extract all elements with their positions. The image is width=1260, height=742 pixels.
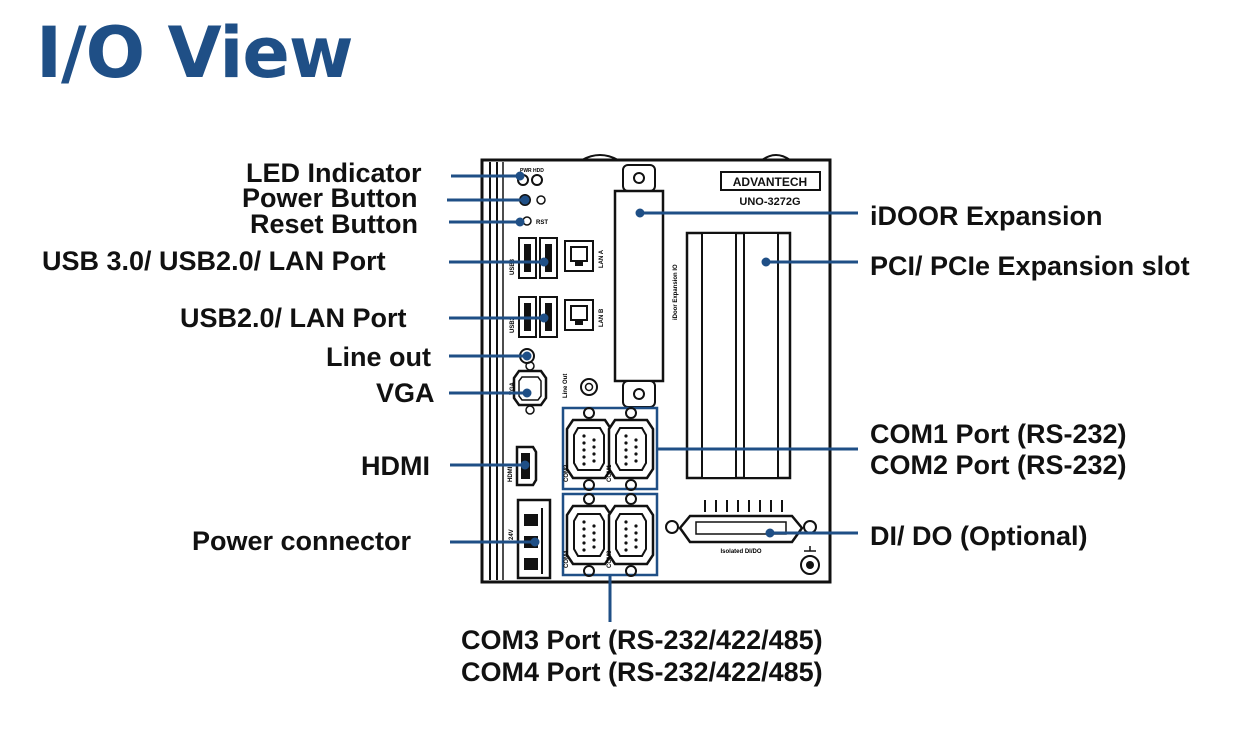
svg-text:RST: RST bbox=[536, 220, 548, 226]
svg-text:COM1: COM1 bbox=[607, 464, 613, 482]
com3-connector bbox=[565, 492, 613, 578]
label-com4-port: COM4 Port (RS-232/422/485) bbox=[461, 657, 823, 687]
label-com3-port: COM3 Port (RS-232/422/485) bbox=[461, 625, 823, 655]
model-label: UNO-3272G bbox=[739, 196, 800, 208]
svg-text:USB3: USB3 bbox=[510, 258, 516, 275]
svg-text:HDMI: HDMI bbox=[508, 466, 514, 482]
svg-text:Isolated DI/DO: Isolated DI/DO bbox=[720, 549, 761, 555]
usb3-ports: USB3 bbox=[510, 237, 558, 279]
label-di-do: DI/ DO (Optional) bbox=[870, 521, 1088, 551]
com1-connector bbox=[565, 406, 613, 492]
com2-connector bbox=[607, 406, 655, 492]
power-connector: 24V bbox=[509, 498, 552, 580]
label-pci-pcie-slot: PCI/ PCIe Expansion slot bbox=[870, 251, 1190, 281]
brand-logo: ADVANTECH bbox=[733, 175, 807, 189]
svg-text:LAN B: LAN B bbox=[599, 308, 605, 327]
label-usb2-lan-port: USB2.0/ LAN Port bbox=[180, 303, 407, 333]
lan-port-a: LAN A bbox=[564, 240, 605, 272]
ground-icon bbox=[800, 546, 820, 575]
leader-lines bbox=[447, 171, 858, 622]
label-idoor-expansion: iDOOR Expansion bbox=[870, 201, 1103, 231]
page-title: I/O View bbox=[36, 12, 354, 94]
label-power-connector: Power connector bbox=[192, 526, 412, 556]
label-hdmi: HDMI bbox=[361, 451, 430, 481]
svg-text:USB2: USB2 bbox=[510, 316, 516, 333]
svg-text:24V: 24V bbox=[509, 529, 515, 540]
svg-text:iDoor Expansion IO: iDoor Expansion IO bbox=[673, 264, 679, 320]
brand-badge: ADVANTECH UNO-3272G bbox=[720, 171, 821, 208]
svg-text:VGA: VGA bbox=[510, 381, 516, 395]
power-icon bbox=[536, 195, 546, 205]
label-reset-button: Reset Button bbox=[250, 209, 418, 239]
label-com2-port: COM2 Port (RS-232) bbox=[870, 450, 1127, 480]
com4-connector bbox=[607, 492, 655, 578]
pci-pcie-slots bbox=[685, 231, 792, 480]
svg-text:COM4: COM4 bbox=[564, 550, 570, 568]
label-power-button: Power Button bbox=[242, 183, 418, 213]
svg-text:LAN A: LAN A bbox=[599, 249, 605, 268]
idoor-expansion-slot: iDoor Expansion IO bbox=[613, 164, 679, 408]
label-usb3-lan-port: USB 3.0/ USB2.0/ LAN Port bbox=[42, 246, 386, 276]
label-vga: VGA bbox=[376, 378, 435, 408]
lan-port-b: LAN B bbox=[564, 299, 605, 331]
svg-text:PWR: PWR bbox=[520, 168, 532, 174]
led-indicators: PWR HDD bbox=[517, 168, 544, 186]
label-com1-port: COM1 Port (RS-232) bbox=[870, 419, 1127, 449]
svg-text:Line Out: Line Out bbox=[563, 374, 569, 398]
label-led-indicator: LED Indicator bbox=[246, 158, 422, 188]
svg-text:COM3: COM3 bbox=[607, 550, 613, 568]
vga-port: VGA bbox=[510, 361, 548, 415]
label-line-out: Line out bbox=[326, 342, 431, 372]
svg-text:HDD: HDD bbox=[533, 168, 544, 174]
svg-text:COM2: COM2 bbox=[564, 464, 570, 482]
